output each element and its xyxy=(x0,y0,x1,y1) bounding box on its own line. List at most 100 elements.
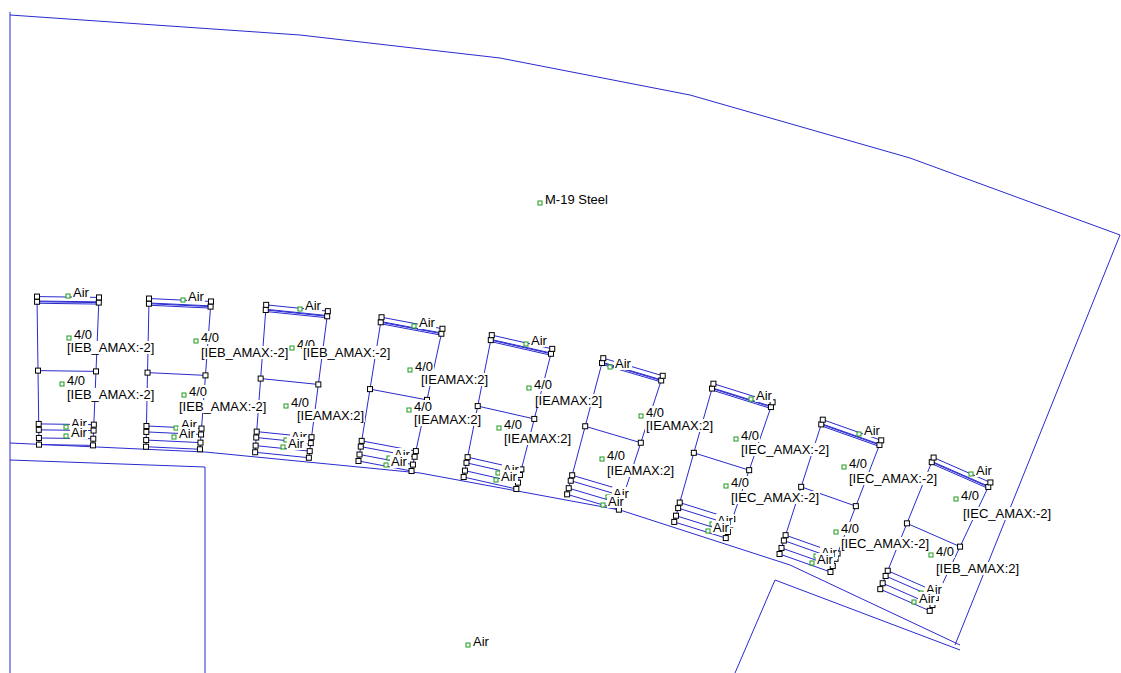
block-label: M-19 Steel xyxy=(544,193,609,206)
node-point xyxy=(904,521,909,526)
node-point xyxy=(880,581,885,586)
node-point xyxy=(489,333,494,338)
node-point xyxy=(144,444,149,449)
right-boundary xyxy=(955,235,1120,645)
block-label: Air xyxy=(755,389,773,402)
circuit-label: [IEB_AMAX:-2] xyxy=(66,341,155,354)
node-point xyxy=(674,513,679,518)
label-marker xyxy=(600,457,604,461)
node-point xyxy=(359,438,364,443)
node-point xyxy=(747,468,752,473)
label-marker xyxy=(857,432,861,436)
node-point xyxy=(465,455,470,460)
node-point xyxy=(199,432,204,437)
block-label: 4/0 xyxy=(73,328,93,341)
circuit-label: [IEAMAX:2] xyxy=(420,373,489,386)
block-label: Air xyxy=(863,424,881,437)
block-label: Air xyxy=(614,357,632,370)
node-point xyxy=(677,500,682,505)
label-marker xyxy=(969,472,973,476)
node-point xyxy=(799,484,804,489)
node-point xyxy=(568,478,573,483)
node-point xyxy=(570,473,575,478)
circuit-label: [IEB_AMAX:-2] xyxy=(302,346,391,359)
node-point xyxy=(325,314,330,319)
rotor-edge xyxy=(10,460,205,673)
block-label: 4/0 xyxy=(606,449,626,462)
circuit-label: [IEB_AMAX:2] xyxy=(935,562,1020,575)
node-point xyxy=(768,405,773,410)
node-point xyxy=(37,442,42,447)
node-point xyxy=(514,486,519,491)
wedge-line xyxy=(151,305,209,308)
label-marker xyxy=(608,365,612,369)
node-point xyxy=(413,449,418,454)
circuit-label: [IEAMAX:2] xyxy=(503,432,572,445)
node-point xyxy=(691,450,696,455)
stator-bore xyxy=(10,443,960,645)
node-point xyxy=(147,296,152,301)
node-point xyxy=(885,568,890,573)
label-marker xyxy=(67,336,71,340)
label-marker xyxy=(60,382,64,386)
label-marker xyxy=(810,561,814,565)
block-label: 4/0 xyxy=(740,429,760,442)
node-point xyxy=(462,468,467,473)
node-point xyxy=(307,449,312,454)
node-point xyxy=(710,386,715,391)
circuit-label: [IEC_AMAX:-2] xyxy=(840,537,930,550)
node-point xyxy=(316,382,321,387)
slot-outline xyxy=(674,384,772,538)
node-point xyxy=(532,416,537,421)
circuit-label: [IEAMAX:2] xyxy=(534,394,603,407)
slot-division xyxy=(148,373,206,376)
node-point xyxy=(828,569,833,574)
label-marker xyxy=(639,414,643,418)
slot-outline xyxy=(37,297,99,446)
rotor-edge xyxy=(735,580,960,673)
node-point xyxy=(306,455,311,460)
label-marker xyxy=(954,497,958,501)
circuit-label: [IEC_AMAX:-2] xyxy=(730,491,820,504)
node-point xyxy=(676,506,681,511)
block-label: Air xyxy=(712,521,730,534)
node-point xyxy=(325,309,330,314)
block-label: 4/0 xyxy=(413,400,433,413)
label-marker xyxy=(538,201,542,205)
slot-division xyxy=(478,406,535,419)
slot-division xyxy=(146,440,200,443)
node-point xyxy=(779,545,784,550)
node-point xyxy=(927,608,932,613)
block-label: Air xyxy=(918,592,936,605)
label-marker xyxy=(281,445,285,449)
node-point xyxy=(565,492,570,497)
node-point xyxy=(672,519,677,524)
node-point xyxy=(723,536,728,541)
node-point xyxy=(36,368,41,373)
node-point xyxy=(197,447,202,452)
label-marker xyxy=(172,435,176,439)
wedge-line xyxy=(268,312,325,318)
node-point xyxy=(91,428,96,433)
block-label: Air xyxy=(178,427,196,440)
block-label: Air xyxy=(187,290,205,303)
block-label: Air xyxy=(975,464,993,477)
block-label: Air xyxy=(816,553,834,566)
left-boundary xyxy=(10,12,11,673)
wedge-line xyxy=(39,301,97,303)
label-marker xyxy=(912,600,916,604)
block-label: 4/0 xyxy=(66,374,86,387)
label-marker xyxy=(834,530,838,534)
node-point xyxy=(988,480,993,485)
node-point xyxy=(91,422,96,427)
block-label: 4/0 xyxy=(730,476,750,489)
node-point xyxy=(203,373,208,378)
block-label: 4/0 xyxy=(414,360,434,373)
circuit-label: [IEC_AMAX:-2] xyxy=(740,443,830,456)
block-label: 4/0 xyxy=(840,522,860,535)
node-point xyxy=(96,295,101,300)
label-marker xyxy=(194,339,198,343)
node-point xyxy=(883,573,888,578)
block-label: Air xyxy=(607,495,625,508)
